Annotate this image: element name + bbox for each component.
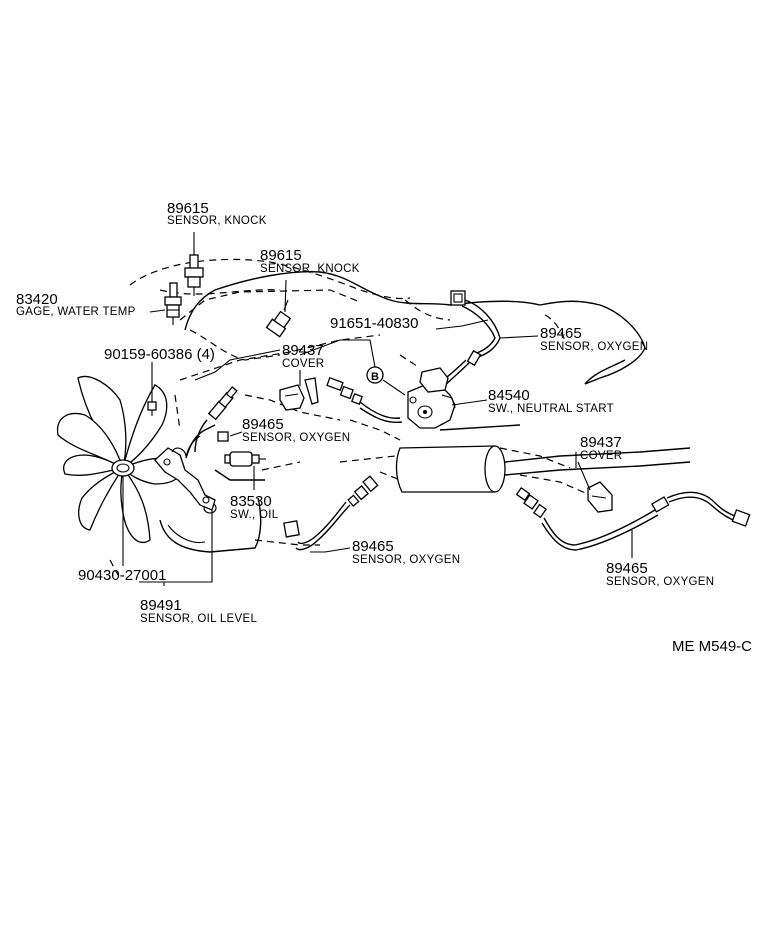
marker-b-label: B bbox=[371, 371, 379, 383]
part-name-knock-sensor-1: SENSOR, KNOCK bbox=[167, 215, 267, 227]
part-number-knock-sensor-2: 89615 bbox=[260, 247, 302, 264]
part-number-cover-1: 89437 bbox=[282, 342, 324, 359]
oxygen-sensor-2 bbox=[326, 377, 403, 423]
part-number-knock-sensor-1: 89615 bbox=[167, 200, 209, 217]
part-number-oil-level-sensor: 89491 bbox=[140, 597, 182, 614]
knock-sensor-2 bbox=[265, 299, 292, 338]
part-name-oxygen-sensor-1: SENSOR, OXYGEN bbox=[242, 432, 350, 444]
labels: 89615 SENSOR, KNOCK 89615 SENSOR, KNOCK … bbox=[16, 200, 752, 655]
part-name-oil-switch: SW., OIL bbox=[230, 509, 279, 521]
part-name-oxygen-sensor-3: SENSOR, OXYGEN bbox=[352, 554, 460, 566]
oil-switch bbox=[224, 451, 266, 467]
part-number-gasket: 90430-27001 bbox=[78, 567, 166, 584]
transmission-outline bbox=[184, 270, 646, 481]
part-number-neutral-start-switch: 84540 bbox=[488, 387, 530, 404]
cooling-fan bbox=[56, 375, 184, 576]
part-name-cover-2: COVER bbox=[580, 450, 622, 462]
part-name-water-temp-gage: GAGE, WATER TEMP bbox=[16, 306, 136, 318]
oxygen-sensor-1 bbox=[185, 386, 238, 459]
part-number-oil-switch: 83530 bbox=[230, 493, 272, 510]
water-temp-gage bbox=[164, 282, 182, 325]
part-name-cover-1: COVER bbox=[282, 358, 324, 370]
exhaust-converter bbox=[395, 445, 691, 493]
part-number-oxygen-sensor-4: 89465 bbox=[606, 560, 648, 577]
part-name-oxygen-sensor-2: SENSOR, OXYGEN bbox=[540, 341, 648, 353]
part-number-oxygen-sensor-1: 89465 bbox=[242, 416, 284, 433]
part-number-cover-2: 89437 bbox=[580, 434, 622, 451]
marker-b: B bbox=[366, 366, 384, 384]
cover-2 bbox=[587, 481, 613, 513]
knock-sensor-1 bbox=[184, 254, 204, 296]
cover-1 bbox=[279, 377, 319, 411]
part-number-oxygen-sensor-2: 89465 bbox=[540, 325, 582, 342]
leader-lines bbox=[122, 232, 633, 586]
neutral-start-switch bbox=[407, 367, 456, 429]
part-name-oxygen-sensor-4: SENSOR, OXYGEN bbox=[606, 576, 714, 588]
part-name-knock-sensor-2: SENSOR, KNOCK bbox=[260, 263, 360, 275]
oil-level-sensor bbox=[154, 447, 216, 511]
oxygen-sensor-3 bbox=[283, 475, 379, 551]
part-number-oxygen-sensor-3: 89465 bbox=[352, 538, 394, 555]
part-number-clamp: 91651-40830 bbox=[330, 315, 418, 332]
diagram-code: ME M549-C bbox=[672, 638, 752, 655]
part-number-water-temp-gage: 83420 bbox=[16, 291, 58, 308]
part-number-bolt: 90159-60386 (4) bbox=[104, 346, 215, 363]
oxygen-sensor-4 bbox=[515, 486, 751, 551]
part-name-oil-level-sensor: SENSOR, OIL LEVEL bbox=[140, 613, 257, 625]
part-name-neutral-start-switch: SW., NEUTRAL START bbox=[488, 403, 614, 415]
